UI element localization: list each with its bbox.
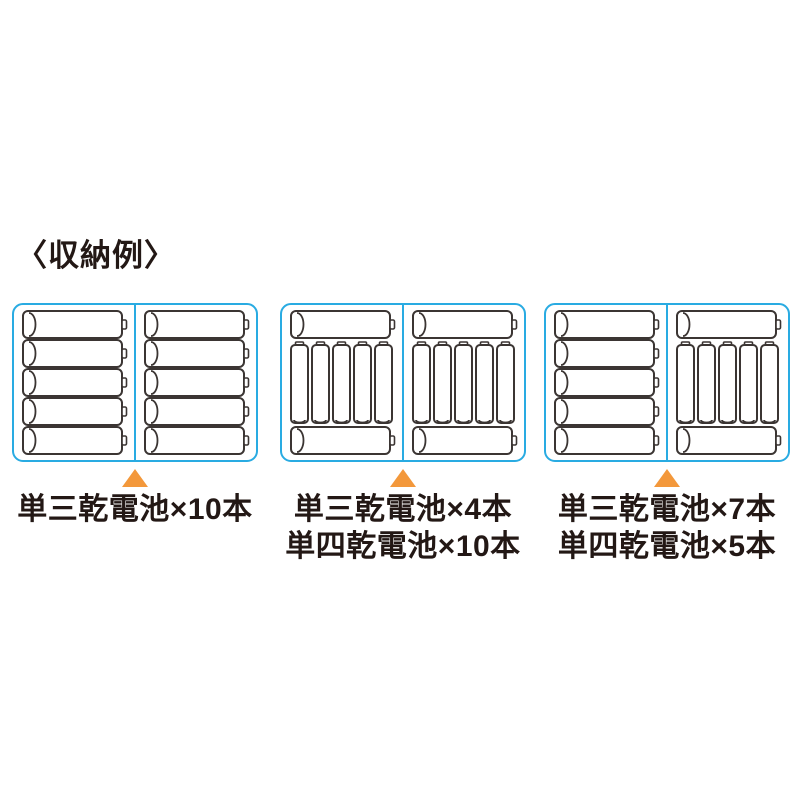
aaa-battery-icon — [496, 341, 515, 424]
battery-case-diagram — [12, 303, 258, 462]
storage-units-row: 単三乾電池×10本単三乾電池×4本単四乾電池×10本単三乾電池×7本単四乾電池×… — [0, 303, 800, 603]
capacity-label: 単三乾電池×4本単四乾電池×10本 — [250, 491, 556, 565]
capacity-label-line: 単三乾電池×10本 — [17, 493, 253, 526]
aaa-battery-icon — [676, 341, 695, 424]
aaa-battery-icon — [332, 341, 351, 424]
case-half-aa-stack — [134, 305, 256, 460]
aaa-battery-icon — [412, 341, 431, 424]
aa-battery-icon — [676, 310, 782, 339]
aa-battery-icon — [554, 339, 660, 368]
aa-battery-icon — [144, 397, 250, 426]
capacity-label-line: 単三乾電池×7本 — [557, 493, 777, 526]
battery-case-diagram — [544, 303, 790, 462]
figure-title: 〈収納例〉 — [16, 238, 176, 273]
aaa-battery-row — [676, 341, 779, 424]
aaa-battery-icon — [374, 341, 393, 424]
case-half-mixed — [402, 305, 524, 460]
case-half-mixed — [666, 305, 788, 460]
aa-battery-icon — [554, 397, 660, 426]
capacity-label: 単三乾電池×10本 — [0, 491, 288, 528]
aa-battery-icon — [676, 426, 782, 455]
aaa-battery-icon — [290, 341, 309, 424]
case-half-aa-stack — [546, 305, 666, 460]
aa-battery-icon — [554, 426, 660, 455]
storage-example-2: 単三乾電池×4本単四乾電池×10本 — [280, 303, 526, 565]
aa-battery-icon — [412, 310, 518, 339]
capacity-label-line: 単四乾電池×5本 — [557, 530, 777, 563]
pointer-triangle-icon — [122, 469, 148, 487]
aa-battery-icon — [554, 310, 660, 339]
aaa-battery-icon — [475, 341, 494, 424]
aaa-battery-icon — [760, 341, 779, 424]
pointer-triangle-icon — [654, 469, 680, 487]
aaa-battery-icon — [433, 341, 452, 424]
aa-battery-icon — [144, 426, 250, 455]
aa-battery-icon — [22, 339, 128, 368]
aa-battery-icon — [290, 426, 396, 455]
aa-battery-icon — [554, 368, 660, 397]
aaa-battery-icon — [454, 341, 473, 424]
aa-battery-icon — [22, 426, 128, 455]
storage-example-1: 単三乾電池×10本 — [12, 303, 258, 528]
case-half-mixed — [282, 305, 402, 460]
aaa-battery-icon — [718, 341, 737, 424]
case-half-aa-stack — [14, 305, 134, 460]
aaa-battery-icon — [311, 341, 330, 424]
storage-example-3: 単三乾電池×7本単四乾電池×5本 — [544, 303, 790, 565]
aa-battery-icon — [290, 310, 396, 339]
aa-battery-icon — [22, 397, 128, 426]
aa-battery-icon — [22, 368, 128, 397]
aa-battery-icon — [144, 368, 250, 397]
aaa-battery-icon — [697, 341, 716, 424]
aa-battery-icon — [144, 339, 250, 368]
aaa-battery-row — [290, 341, 393, 424]
aaa-battery-icon — [353, 341, 372, 424]
aaa-battery-icon — [739, 341, 758, 424]
aaa-battery-row — [412, 341, 515, 424]
aa-battery-icon — [22, 310, 128, 339]
pointer-triangle-icon — [390, 469, 416, 487]
aa-battery-icon — [412, 426, 518, 455]
battery-case-diagram — [280, 303, 526, 462]
capacity-label-line: 単四乾電池×10本 — [285, 530, 521, 563]
capacity-label-line: 単三乾電池×4本 — [293, 493, 513, 526]
aa-battery-icon — [144, 310, 250, 339]
capacity-label: 単三乾電池×7本単四乾電池×5本 — [514, 491, 800, 565]
